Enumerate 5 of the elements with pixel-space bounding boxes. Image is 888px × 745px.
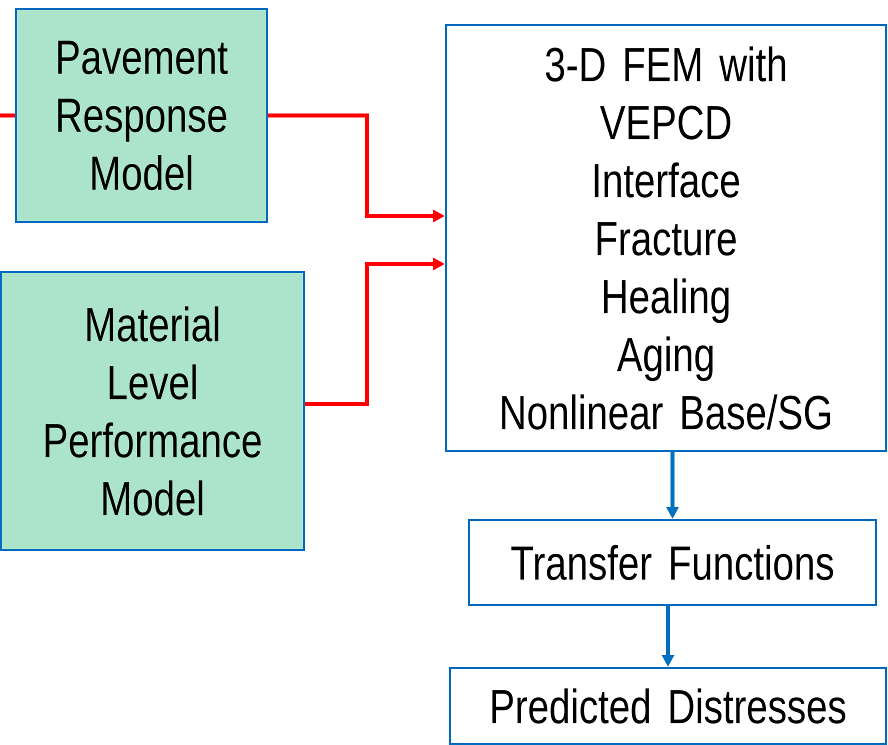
process-box: Predicted Distresses — [449, 667, 887, 745]
process-box: Transfer Functions — [468, 519, 877, 606]
model-box: Material Level Performance Model — [0, 271, 305, 551]
process-box: 3-D FEM with VEPCD Interface Fracture Healing Aging Nonlinear Base/SG — [445, 24, 887, 452]
model-box: Pavement Response Model — [15, 8, 268, 223]
